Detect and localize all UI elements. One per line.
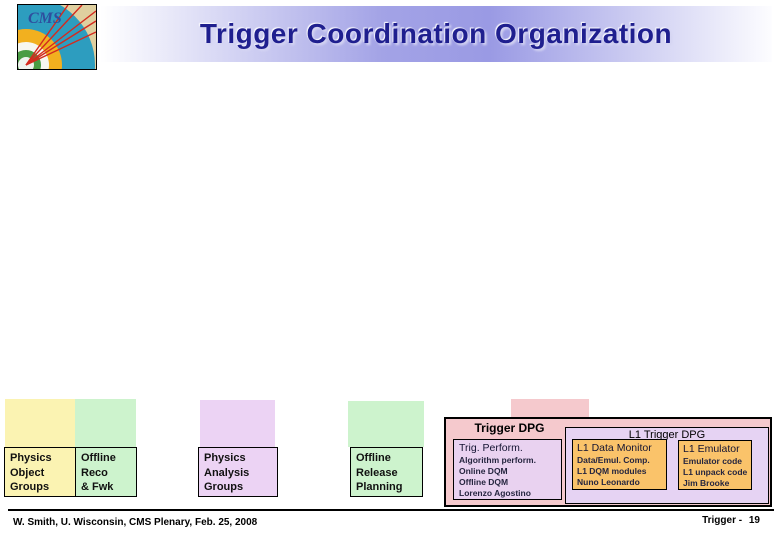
l1-trigger-dpg-box: L1 Trigger DPG L1 Data Monitor Data/Emul…	[565, 427, 769, 504]
footer-section-label: Trigger -	[702, 515, 743, 526]
footer-page-indicator: Trigger - 19	[698, 515, 760, 526]
l1-emulator-box: L1 Emulator Emulator code L1 unpack code…	[678, 440, 752, 490]
l1-emulator-line: Emulator code	[683, 456, 743, 466]
object-reco-box-pair: Physics Object Groups Offline Reco & Fwk	[4, 447, 137, 497]
trigger-dpg-title: Trigger DPG	[474, 421, 545, 435]
offline-release-planning-box: Offline Release Planning	[350, 447, 423, 497]
page-title: Trigger Coordination Organization	[199, 18, 673, 49]
trig-perform-line: Online DQM	[459, 466, 508, 476]
l1-emulator-line: Jim Brooke	[683, 478, 730, 488]
l1-emulator-heading: L1 Emulator	[683, 443, 740, 455]
offline-release-column-block	[348, 401, 424, 447]
l1-data-monitor-heading: L1 Data Monitor	[577, 442, 652, 454]
title-banner: Trigger Coordination Organization	[100, 6, 772, 62]
physics-object-groups-box: Physics Object Groups	[5, 448, 76, 496]
trigger-dpg-column-block	[511, 399, 589, 417]
cms-logo-text: CMS	[28, 10, 62, 27]
l1-data-monitor-box: L1 Data Monitor Data/Emul. Comp. L1 DQM …	[572, 439, 667, 490]
page-number: 19	[748, 515, 760, 526]
l1-data-monitor-line: L1 DQM modules	[577, 466, 647, 476]
physics-object-column-block	[5, 399, 75, 447]
footer-divider	[8, 509, 774, 511]
l1-data-monitor-line: Nuno Leonardo	[577, 477, 640, 487]
physics-analysis-groups-box: Physics Analysis Groups	[198, 447, 278, 497]
l1-trigger-dpg-title: L1 Trigger DPG	[628, 429, 706, 441]
l1-emulator-line: L1 unpack code	[683, 467, 748, 477]
trig-perform-box: Trig. Perform. Algorithm perform. Online…	[453, 439, 562, 500]
physics-analysis-column-block	[200, 400, 275, 447]
offline-reco-column-block	[75, 399, 136, 447]
trig-perform-heading: Trig. Perform.	[459, 442, 523, 454]
cms-detector-icon: CMS	[18, 5, 96, 69]
footer-credit: W. Smith, U. Wisconsin, CMS Plenary, Feb…	[13, 517, 258, 528]
trig-perform-line: Offline DQM	[459, 477, 509, 487]
trig-perform-line: Lorenzo Agostino	[459, 488, 531, 498]
cms-logo: CMS	[17, 4, 97, 70]
l1-data-monitor-line: Data/Emul. Comp.	[577, 455, 650, 465]
offline-reco-fwk-box: Offline Reco & Fwk	[76, 448, 136, 496]
trigger-dpg-box: Trigger DPG Trig. Perform. Algorithm per…	[444, 417, 772, 507]
trig-perform-line: Algorithm perform.	[459, 455, 536, 465]
